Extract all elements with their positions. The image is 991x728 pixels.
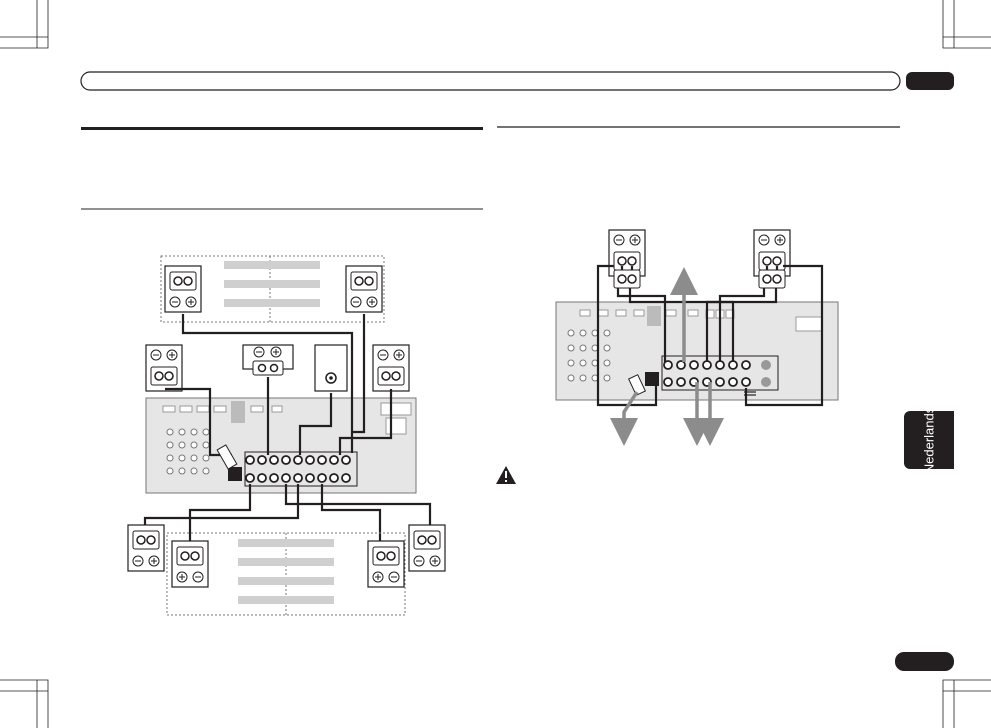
warning-triangle-icon	[496, 466, 516, 484]
section-rule-left	[81, 127, 483, 130]
header-bar	[80, 71, 901, 91]
language-label: Nederlands	[921, 406, 937, 474]
language-side-tab: Nederlands	[904, 407, 954, 473]
page-number-tab	[895, 652, 954, 671]
chapter-tab	[906, 72, 954, 90]
right-wiring-diagram	[555, 229, 839, 446]
left-wiring-diagram	[127, 255, 446, 616]
